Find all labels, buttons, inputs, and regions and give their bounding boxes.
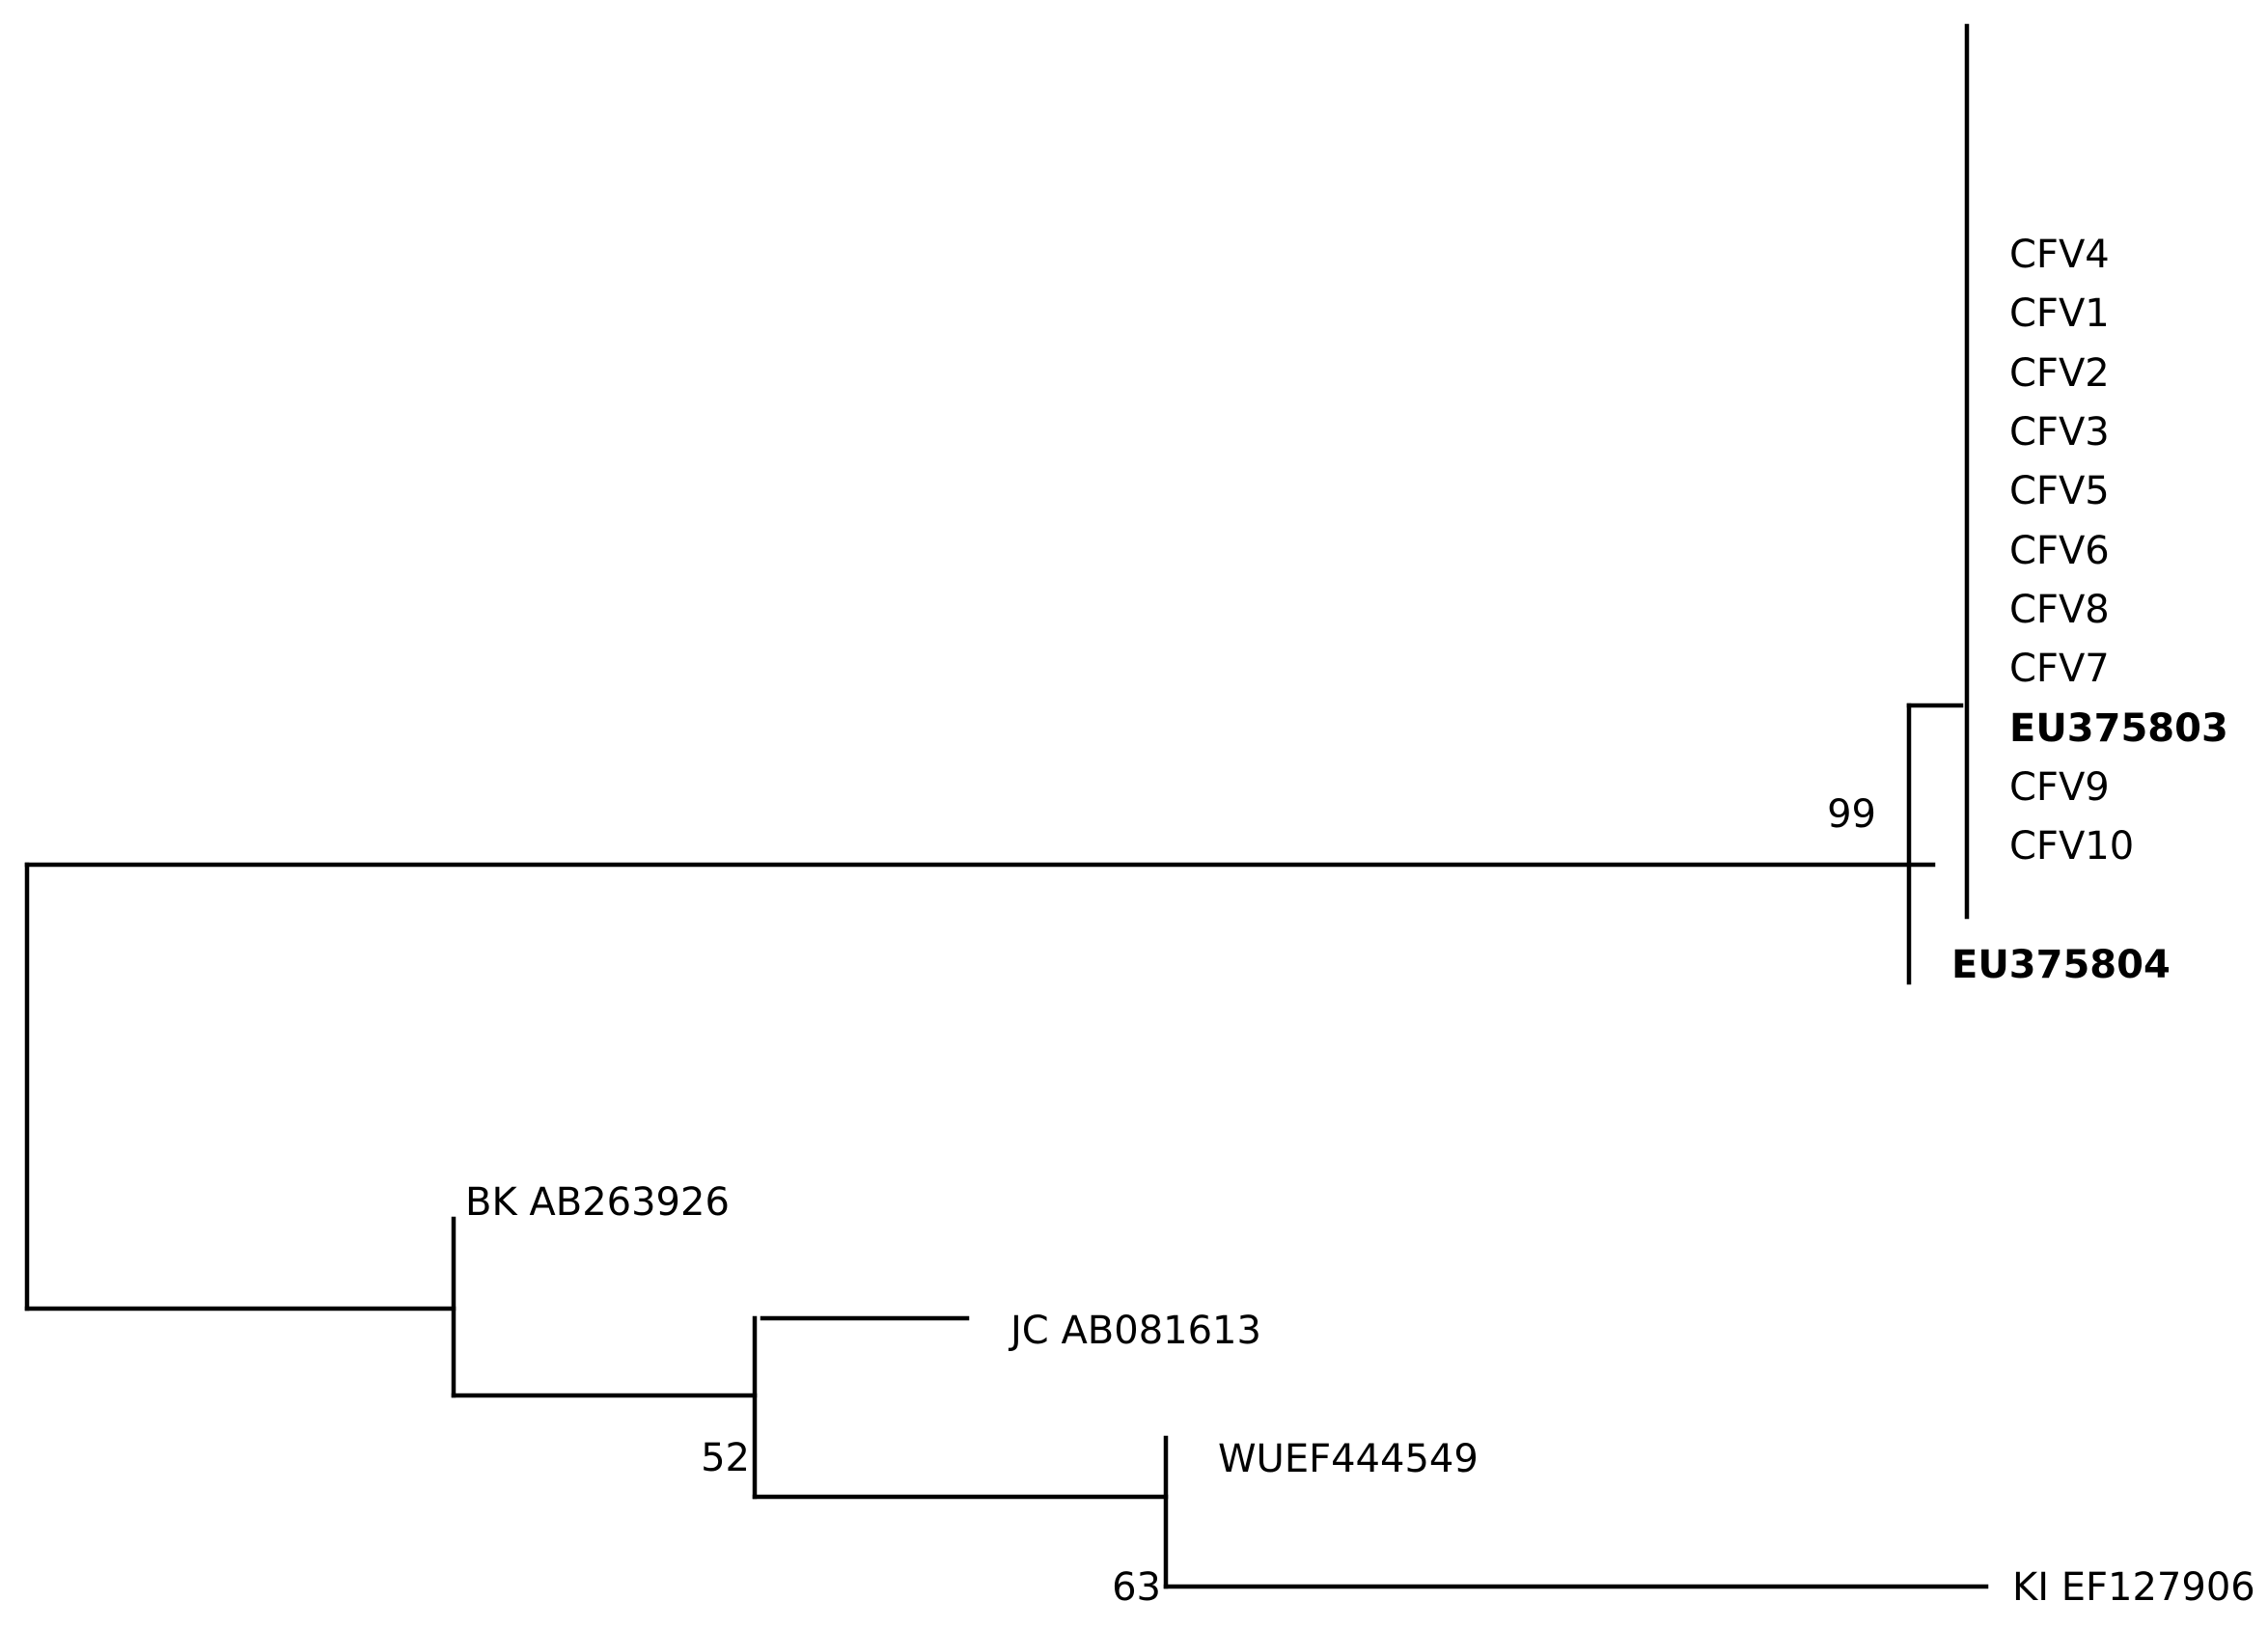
taxon-label-cfv1: CFV1 xyxy=(2009,291,2110,336)
taxon-label-cfv5: CFV5 xyxy=(2009,469,2110,513)
bootstrap-value-52: 52 xyxy=(701,1436,750,1480)
taxon-label-cfv8: CFV8 xyxy=(2009,588,2110,632)
taxon-label-eu375804: EU375804 xyxy=(1951,943,2171,987)
taxon-label-cfv9: CFV9 xyxy=(2009,765,2110,810)
taxon-label-cfv7: CFV7 xyxy=(2009,647,2110,691)
taxon-label-cfv10: CFV10 xyxy=(2009,824,2134,869)
taxon-label-wu: WUEF444549 xyxy=(1218,1437,1479,1481)
taxon-label-bk: BK AB263926 xyxy=(465,1180,730,1225)
taxon-label-cfv6: CFV6 xyxy=(2009,529,2110,573)
taxon-label-jc: JC AB081613 xyxy=(1008,1309,1261,1353)
bootstrap-value-63: 63 xyxy=(1112,1565,1161,1610)
taxon-label-ki: KI EF127906 xyxy=(2012,1565,2255,1610)
taxon-label-cfv4: CFV4 xyxy=(2009,233,2110,277)
bootstrap-value-99: 99 xyxy=(1827,792,1876,837)
taxon-label-cfv2: CFV2 xyxy=(2009,351,2110,396)
taxon-label-cfv3: CFV3 xyxy=(2009,410,2110,455)
taxon-label-eu375803: EU375803 xyxy=(2009,706,2228,751)
